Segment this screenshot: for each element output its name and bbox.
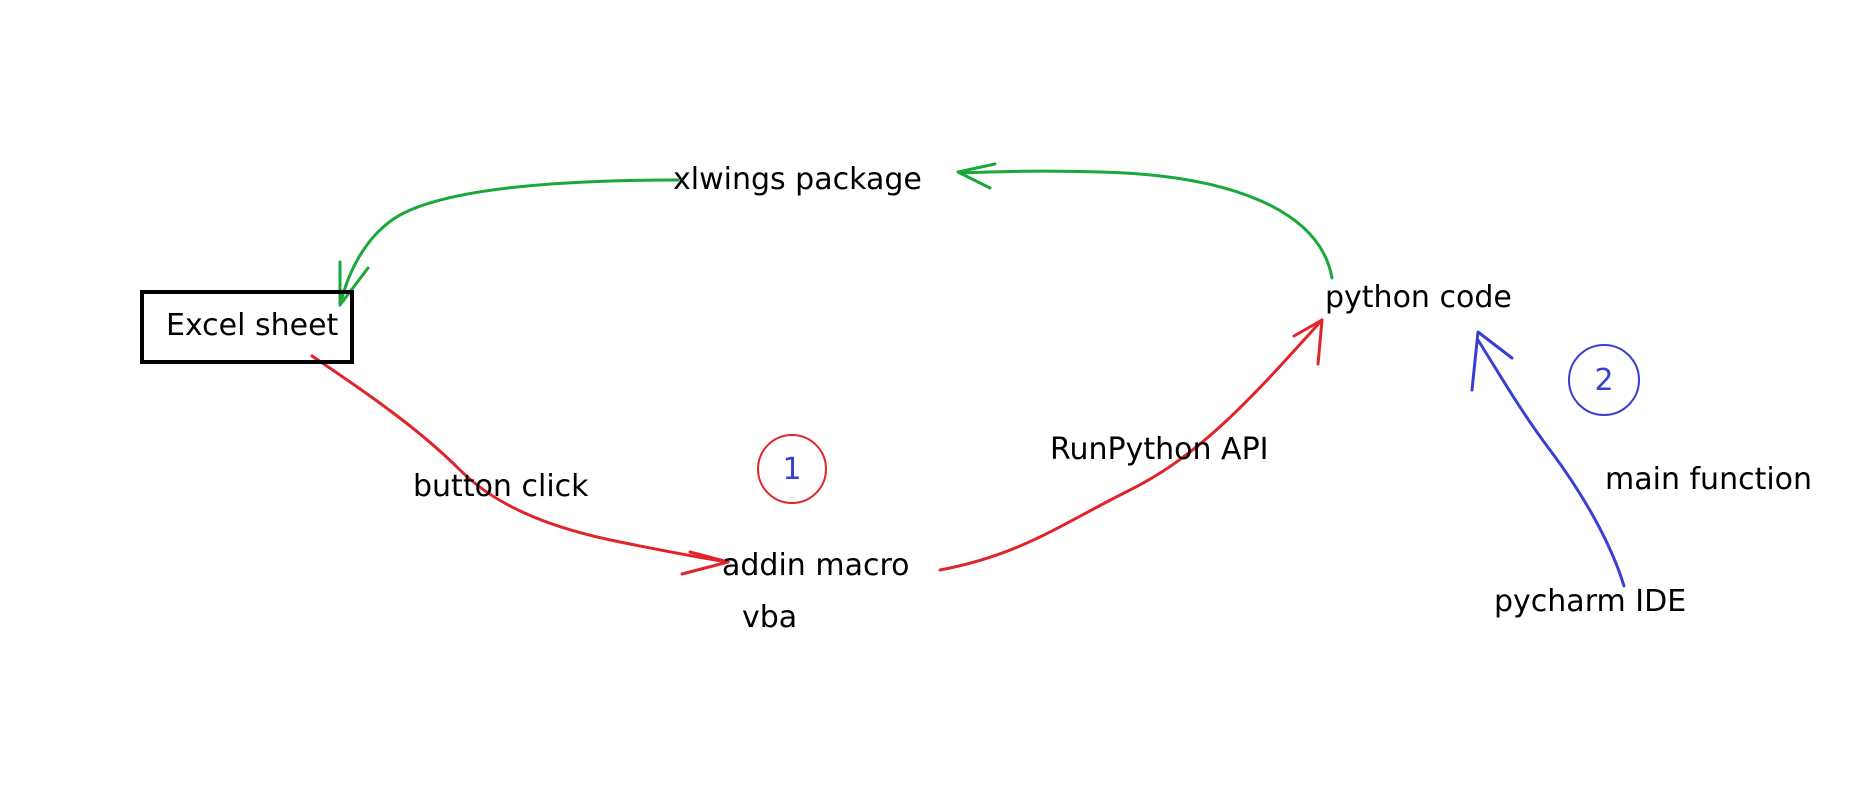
green-arrow-xlwings-to-excel <box>338 178 680 307</box>
step-2-badge: 2 <box>1568 344 1640 416</box>
addin-macro-label: addin macro <box>722 548 910 583</box>
main-function-label: main function <box>1605 462 1813 497</box>
runpython-api-label: RunPython API <box>1050 432 1269 467</box>
python-code-label: python code <box>1325 280 1512 315</box>
red-arrowhead-python <box>1292 318 1324 366</box>
pycharm-ide-label: pycharm IDE <box>1494 584 1687 619</box>
red-arrow-excel-to-addin <box>310 354 730 564</box>
red-arrowhead-addin <box>680 550 730 576</box>
step-1-badge: 1 <box>757 434 827 504</box>
blue-arrowhead-python <box>1470 330 1514 392</box>
blue-arrow-pycharm-to-python <box>1476 338 1626 588</box>
green-arrow-python-to-xlwings <box>958 169 1334 280</box>
red-arrow-addin-to-python <box>938 318 1324 572</box>
excel-sheet-box <box>140 290 354 364</box>
excel-sheet-label: Excel sheet <box>166 308 339 343</box>
vba-label: vba <box>742 600 798 635</box>
green-arrowhead-excel <box>338 260 370 307</box>
green-arrowhead-xlwings <box>956 162 997 190</box>
xlwings-package-label: xlwings package <box>673 162 922 197</box>
button-click-label: button click <box>413 469 589 504</box>
